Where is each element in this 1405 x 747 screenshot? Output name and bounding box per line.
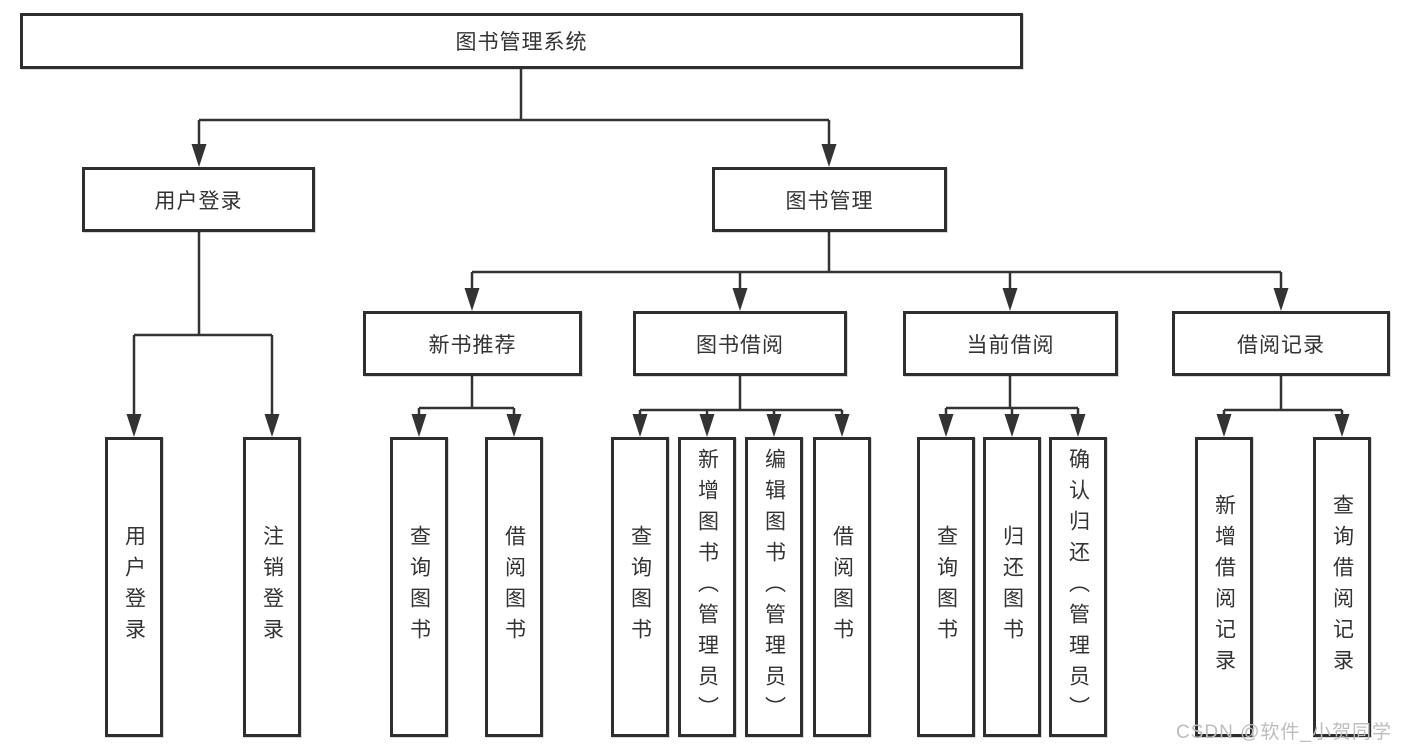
leaf-add-book-admin: 新增图书（管理员） bbox=[678, 437, 736, 737]
node-root-library-system: 图书管理系统 bbox=[20, 13, 1023, 69]
leaf-borrow-books: 借阅图书 bbox=[813, 437, 871, 737]
node-book-management: 图书管理 bbox=[712, 167, 947, 232]
node-new-book-recommend: 新书推荐 bbox=[363, 311, 582, 376]
leaf-query-borrow-record: 查询借阅记录 bbox=[1313, 437, 1371, 737]
leaf-return-book: 归还图书 bbox=[983, 437, 1041, 737]
leaf-query-books-borrow: 查询图书 bbox=[611, 437, 669, 737]
node-borrow-records: 借阅记录 bbox=[1172, 311, 1390, 376]
leaf-edit-book-admin: 编辑图书（管理员） bbox=[745, 437, 803, 737]
leaf-query-books-recommend: 查询图书 bbox=[390, 437, 448, 737]
leaf-confirm-return-admin: 确认归还（管理员） bbox=[1049, 437, 1107, 737]
leaf-borrow-books-recommend: 借阅图书 bbox=[485, 437, 543, 737]
leaf-add-borrow-record: 新增借阅记录 bbox=[1195, 437, 1253, 737]
node-user-login: 用户登录 bbox=[82, 167, 315, 232]
arrowheads bbox=[126, 144, 1350, 437]
leaf-query-books-current: 查询图书 bbox=[917, 437, 975, 737]
csdn-watermark: CSDN @软件_小贺同学 bbox=[1176, 722, 1392, 743]
node-book-borrow: 图书借阅 bbox=[633, 311, 847, 376]
leaf-user-login: 用户登录 bbox=[105, 437, 163, 737]
leaf-logout: 注销登录 bbox=[243, 437, 301, 737]
node-current-borrow: 当前借阅 bbox=[903, 311, 1118, 376]
